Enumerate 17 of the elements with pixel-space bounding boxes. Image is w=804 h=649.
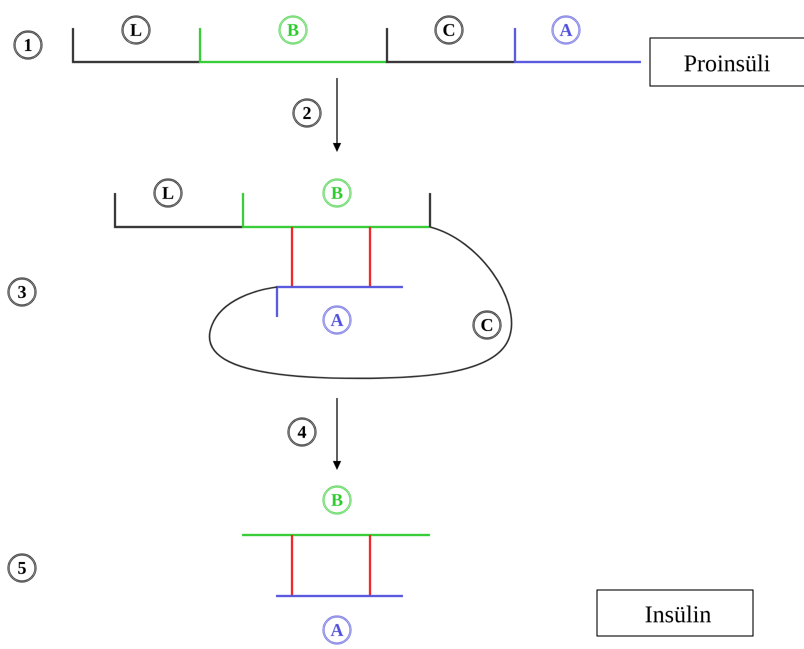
circled-label: L	[154, 178, 182, 208]
circled-label: 1	[14, 30, 42, 60]
label-box: Insülin	[596, 590, 754, 636]
circled-label: A	[322, 616, 352, 644]
circled-label: A	[552, 16, 580, 44]
circled-label: B	[278, 16, 308, 44]
circled-label: 3	[8, 278, 36, 306]
circled-label: A	[322, 306, 352, 334]
circled-label: 2	[292, 98, 322, 128]
circled-label: 4	[288, 418, 316, 446]
label-box: Proinsüli	[650, 38, 804, 86]
circled-label: B	[322, 486, 352, 514]
circled-label: C	[434, 16, 464, 44]
circled-label: L	[122, 16, 150, 44]
circled-label: C	[472, 310, 502, 340]
circled-label: B	[322, 178, 352, 208]
circled-label: 5	[8, 554, 36, 582]
